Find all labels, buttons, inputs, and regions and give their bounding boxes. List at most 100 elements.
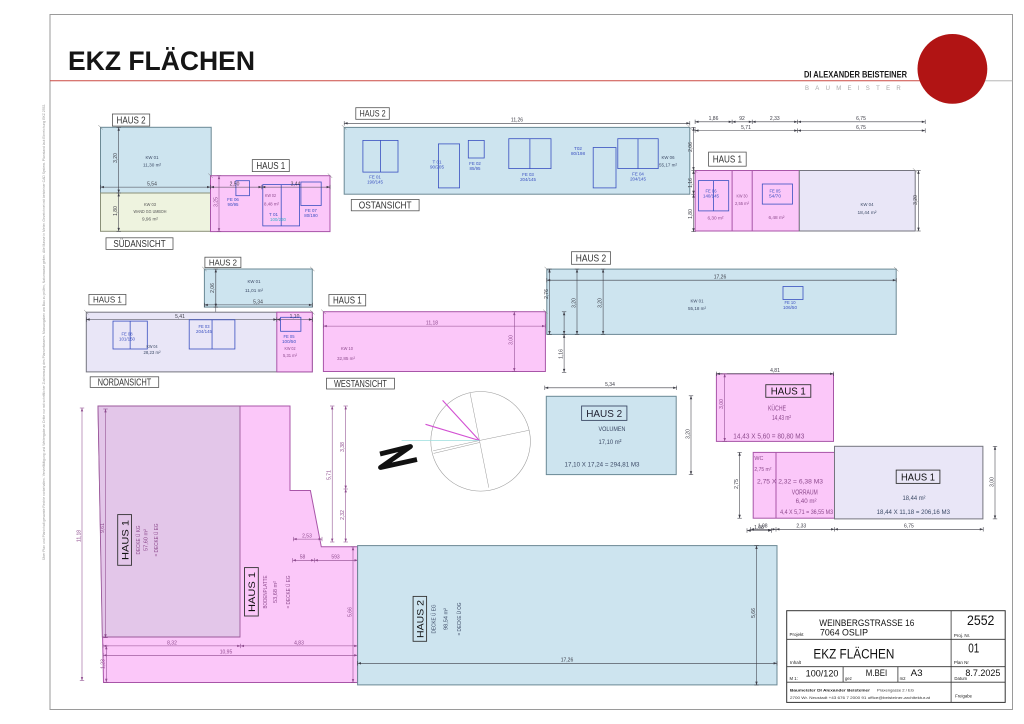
svg-text:100/230: 100/230 bbox=[270, 217, 287, 222]
svg-text:Inhalt: Inhalt bbox=[790, 660, 802, 665]
svg-text:55,18 m²: 55,18 m² bbox=[688, 306, 706, 312]
svg-text:2,06: 2,06 bbox=[210, 283, 216, 293]
svg-text:KÜCHE: KÜCHE bbox=[768, 404, 786, 413]
svg-text:EKZ FLÄCHEN: EKZ FLÄCHEN bbox=[68, 46, 255, 76]
svg-text:m2: m2 bbox=[900, 676, 907, 681]
svg-text:8.7.2025: 8.7.2025 bbox=[965, 668, 1000, 678]
svg-text:3,20: 3,20 bbox=[598, 298, 604, 308]
svg-text:SÜDANSICHT: SÜDANSICHT bbox=[113, 238, 165, 250]
svg-text:9,61: 9,61 bbox=[100, 523, 106, 533]
svg-text:WAND GG UMBOH: WAND GG UMBOH bbox=[134, 209, 167, 214]
svg-text:8,32: 8,32 bbox=[167, 640, 177, 646]
svg-text:14,43 m²: 14,43 m² bbox=[772, 415, 791, 422]
svg-text:DI ALEXANDER BEISTEINER: DI ALEXANDER BEISTEINER bbox=[804, 70, 907, 80]
svg-text:6,75: 6,75 bbox=[856, 125, 866, 131]
svg-text:4,4 X 5,71 = 36,55 M3: 4,4 X 5,71 = 36,55 M3 bbox=[780, 509, 833, 516]
svg-text:3,38: 3,38 bbox=[340, 442, 346, 452]
svg-text:18,44 m²: 18,44 m² bbox=[858, 210, 877, 216]
svg-text:HAUS 1: HAUS 1 bbox=[256, 161, 285, 172]
svg-text:106/50: 106/50 bbox=[783, 305, 798, 310]
svg-text:WESTANSICHT: WESTANSICHT bbox=[334, 379, 387, 390]
svg-text:5,71: 5,71 bbox=[741, 125, 751, 131]
svg-text:FE 03: FE 03 bbox=[199, 324, 211, 329]
svg-text:KW 30: KW 30 bbox=[737, 194, 748, 199]
svg-text:3,00: 3,00 bbox=[719, 399, 725, 409]
svg-text:NORDANSICHT: NORDANSICHT bbox=[98, 378, 151, 389]
svg-text:FE 06: FE 06 bbox=[227, 197, 239, 202]
svg-text:FE 06: FE 06 bbox=[706, 189, 718, 194]
svg-text:53,68 m²: 53,68 m² bbox=[273, 581, 279, 603]
svg-text:11,26: 11,26 bbox=[511, 118, 523, 124]
svg-text:FE 10: FE 10 bbox=[785, 300, 797, 305]
svg-text:57,60 m²: 57,60 m² bbox=[144, 529, 150, 551]
svg-text:2,33: 2,33 bbox=[770, 116, 780, 122]
svg-text:11,18: 11,18 bbox=[76, 530, 82, 542]
svg-text:18,44 m²: 18,44 m² bbox=[903, 495, 927, 502]
svg-text:HAUS 1: HAUS 1 bbox=[247, 572, 258, 612]
svg-text:92: 92 bbox=[739, 116, 745, 122]
svg-text:FE 07: FE 07 bbox=[305, 208, 317, 213]
svg-text:KW 04: KW 04 bbox=[861, 202, 874, 208]
svg-text:Proj. Nr.: Proj. Nr. bbox=[954, 633, 970, 638]
svg-text:WC: WC bbox=[754, 456, 763, 462]
svg-text:11,30 m²: 11,30 m² bbox=[143, 163, 161, 169]
svg-text:Projekt: Projekt bbox=[790, 632, 805, 637]
svg-text:KW 04: KW 04 bbox=[147, 344, 158, 349]
svg-text:100/50: 100/50 bbox=[282, 339, 297, 344]
svg-text:2,50: 2,50 bbox=[230, 182, 240, 188]
svg-text:= DECKE Ü OG: = DECKE Ü OG bbox=[456, 602, 463, 635]
svg-text:Praxengasse 2 / EG: Praxengasse 2 / EG bbox=[877, 688, 914, 693]
svg-text:FE 08: FE 08 bbox=[122, 332, 134, 337]
svg-text:Plan Nr: Plan Nr bbox=[954, 660, 970, 665]
svg-text:17,10 m²: 17,10 m² bbox=[599, 439, 623, 446]
svg-text:HAUS 2: HAUS 2 bbox=[576, 253, 607, 264]
svg-text:Baumeister DI Alexander Beiste: Baumeister DI Alexander Beisteiner bbox=[790, 688, 871, 693]
svg-text:HAUS 1: HAUS 1 bbox=[120, 520, 131, 560]
svg-text:KW 03: KW 03 bbox=[144, 202, 156, 207]
svg-text:11,01 m²: 11,01 m² bbox=[245, 288, 263, 294]
svg-text:1,16: 1,16 bbox=[688, 178, 694, 188]
svg-text:54/70: 54/70 bbox=[769, 194, 782, 199]
svg-text:3,00: 3,00 bbox=[509, 335, 515, 345]
svg-text:2,32: 2,32 bbox=[340, 510, 346, 520]
svg-text:6,40 m²: 6,40 m² bbox=[796, 498, 818, 505]
svg-text:18,44 X 11,18 = 206,16 M3: 18,44 X 11,18 = 206,16 M3 bbox=[877, 509, 951, 516]
svg-text:3,20: 3,20 bbox=[685, 429, 691, 439]
svg-text:A3: A3 bbox=[911, 668, 923, 678]
svg-text:14,43 X 5,60 = 80,80 M3: 14,43 X 5,60 = 80,80 M3 bbox=[733, 434, 804, 441]
svg-text:KW 01: KW 01 bbox=[248, 279, 261, 285]
svg-text:6,75: 6,75 bbox=[856, 116, 866, 122]
svg-text:KW 01: KW 01 bbox=[146, 155, 159, 161]
svg-text:5,31 m²: 5,31 m² bbox=[283, 353, 298, 358]
svg-text:gez: gez bbox=[845, 676, 852, 681]
svg-text:4,83: 4,83 bbox=[294, 640, 304, 646]
svg-text:3,44: 3,44 bbox=[291, 182, 301, 188]
svg-text:KW 02: KW 02 bbox=[265, 193, 276, 198]
svg-text:98,54 m²: 98,54 m² bbox=[444, 608, 450, 630]
svg-text:3,20: 3,20 bbox=[113, 153, 119, 163]
svg-text:17,10 X 17,24 = 294,81 M3: 17,10 X 17,24 = 294,81 M3 bbox=[565, 461, 640, 468]
svg-text:6,75: 6,75 bbox=[904, 524, 914, 530]
svg-text:204/145: 204/145 bbox=[520, 177, 536, 182]
svg-text:5,34: 5,34 bbox=[605, 382, 615, 388]
svg-text:7064 OSLIP: 7064 OSLIP bbox=[820, 627, 868, 637]
svg-text:1,08: 1,08 bbox=[754, 525, 764, 531]
svg-text:6,48 m²: 6,48 m² bbox=[769, 215, 785, 220]
svg-text:6,30 m²: 6,30 m² bbox=[708, 216, 724, 221]
svg-text:KW 10: KW 10 bbox=[341, 346, 353, 352]
svg-text:8,48 m²: 8,48 m² bbox=[264, 202, 280, 207]
svg-text:FE 02: FE 02 bbox=[469, 161, 481, 166]
svg-text:1,08: 1,08 bbox=[758, 524, 768, 530]
svg-text:4,81: 4,81 bbox=[770, 368, 780, 374]
svg-text:3,00: 3,00 bbox=[989, 477, 995, 487]
svg-text:190/145: 190/145 bbox=[367, 179, 383, 184]
svg-text:HAUS 1: HAUS 1 bbox=[93, 294, 122, 304]
svg-text:10,95: 10,95 bbox=[220, 650, 233, 656]
svg-text:2700 Wr. Neustadt +43 676 7: 2700 Wr. Neustadt +43 676 7 2000 91 offi… bbox=[790, 695, 931, 700]
svg-text:5,34: 5,34 bbox=[253, 299, 263, 305]
svg-text:01: 01 bbox=[968, 641, 979, 655]
svg-text:2,76: 2,76 bbox=[544, 289, 550, 299]
svg-text:1,86: 1,86 bbox=[709, 116, 719, 122]
svg-text:OSTANSICHT: OSTANSICHT bbox=[359, 201, 412, 212]
svg-text:2,75: 2,75 bbox=[734, 479, 740, 489]
